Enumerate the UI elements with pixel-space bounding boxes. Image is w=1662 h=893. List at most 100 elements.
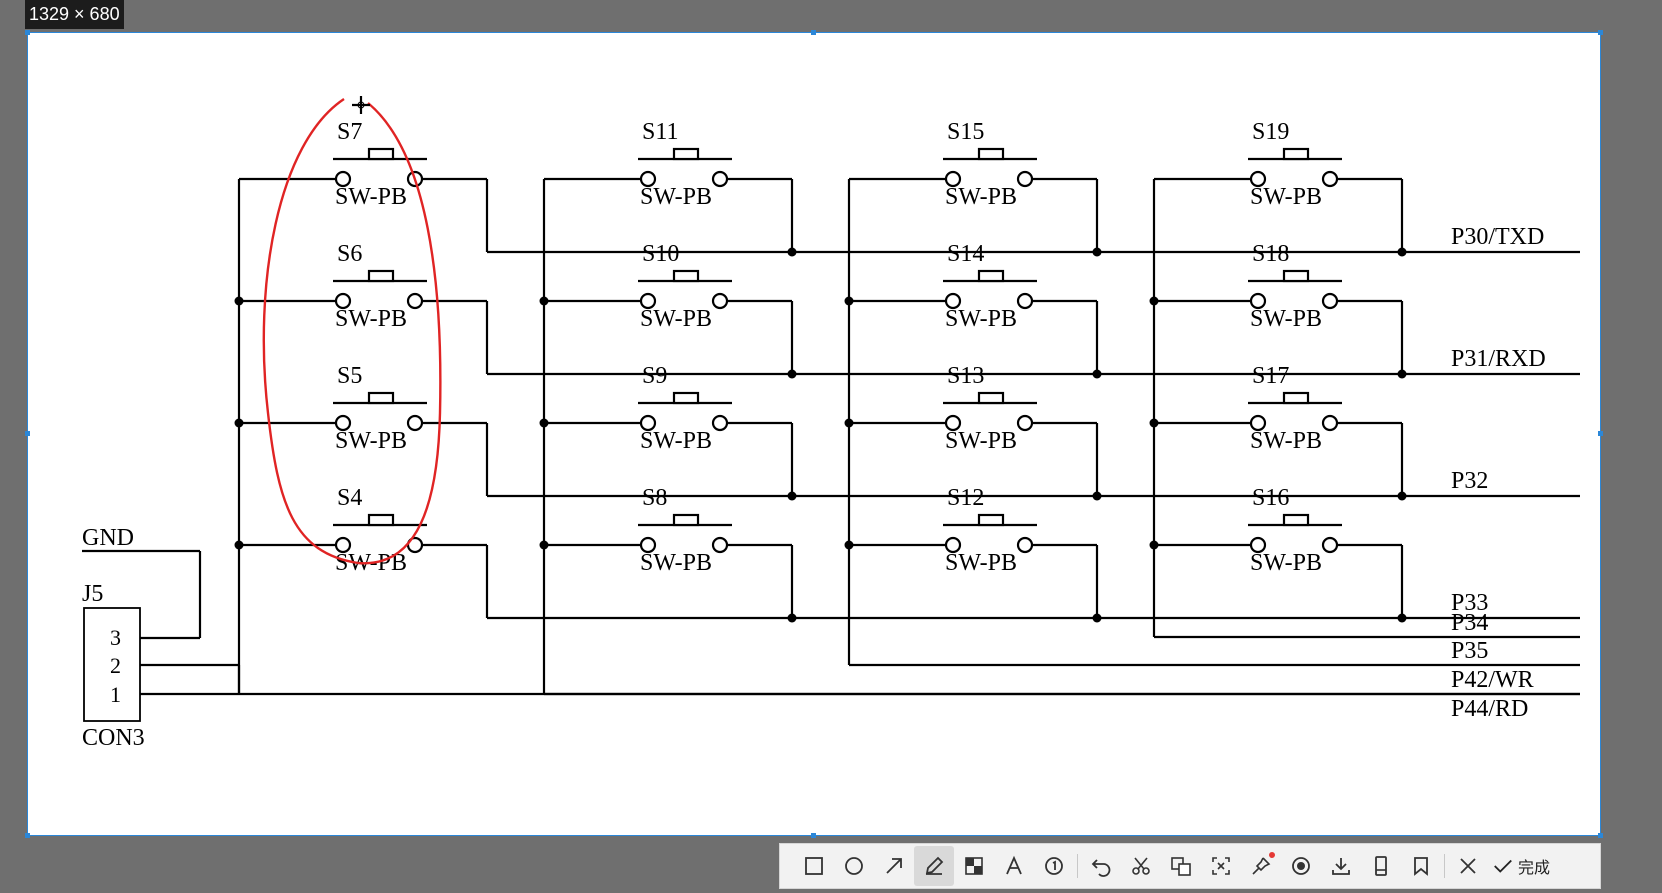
switch-model-label: SW-PB bbox=[1250, 428, 1322, 454]
pen-icon bbox=[925, 856, 944, 875]
switch-terminal bbox=[1016, 414, 1034, 432]
switch-plunger bbox=[977, 391, 1005, 405]
switch-ref-label: S19 bbox=[1252, 119, 1289, 145]
switch-plunger bbox=[977, 513, 1005, 527]
rectangle-tool-button[interactable] bbox=[794, 846, 834, 886]
switch-terminal bbox=[1016, 170, 1034, 188]
record-tool-button[interactable] bbox=[1281, 846, 1321, 886]
cut-tool-button[interactable] bbox=[1121, 846, 1161, 886]
rectangle-icon bbox=[805, 857, 823, 875]
switch-terminal bbox=[1016, 292, 1034, 310]
download-tool-button[interactable] bbox=[1321, 846, 1361, 886]
translate-icon bbox=[1171, 857, 1191, 876]
ellipse-icon bbox=[845, 857, 863, 875]
close-tool-button[interactable] bbox=[1448, 846, 1488, 886]
switch-terminal bbox=[1321, 414, 1339, 432]
switch-ref-label: S12 bbox=[947, 485, 984, 511]
mosaic-tool-button[interactable] bbox=[954, 846, 994, 886]
close-icon bbox=[1460, 858, 1476, 874]
resize-handle-bottom-right[interactable] bbox=[1598, 833, 1603, 838]
resize-handle-top[interactable] bbox=[811, 30, 816, 35]
switch-model-label: SW-PB bbox=[1250, 306, 1322, 332]
row-net-label: P33 bbox=[1451, 590, 1488, 616]
row-net-label: P32 bbox=[1451, 468, 1488, 494]
translate-tool-button[interactable] bbox=[1161, 846, 1201, 886]
switch-model-label: SW-PB bbox=[640, 306, 712, 332]
connector-pin-label: 3 bbox=[110, 625, 121, 650]
switch-model-label: SW-PB bbox=[1250, 550, 1322, 576]
switch-plunger bbox=[1282, 147, 1310, 161]
resize-handle-bottom[interactable] bbox=[811, 833, 816, 838]
record-icon bbox=[1292, 857, 1310, 875]
resize-handle-top-right[interactable] bbox=[1598, 30, 1603, 35]
switch-model-label: SW-PB bbox=[640, 550, 712, 576]
resize-handle-bottom-left[interactable] bbox=[25, 833, 30, 838]
switch-model-label: SW-PB bbox=[335, 184, 407, 210]
switch-ref-label: S11 bbox=[642, 119, 678, 145]
switch-ref-label: S5 bbox=[337, 363, 362, 389]
switch-plunger bbox=[367, 147, 395, 161]
keypad-schematic: S7SW-PBS6SW-PBS5SW-PBS4SW-PBS11SW-PBS10S… bbox=[82, 96, 1580, 751]
row-net-label: P30/TXD bbox=[1451, 224, 1544, 250]
switch-ref-label: S4 bbox=[337, 485, 362, 511]
switch-ref-label: S18 bbox=[1252, 241, 1289, 267]
ellipse-tool-button[interactable] bbox=[834, 846, 874, 886]
pin-icon bbox=[1252, 857, 1271, 875]
switch-terminal bbox=[406, 292, 424, 310]
switch-terminal bbox=[1321, 292, 1339, 310]
switch-plunger bbox=[672, 391, 700, 405]
bookmark-tool-button[interactable] bbox=[1401, 846, 1441, 886]
row-net-label: P31/RXD bbox=[1451, 346, 1546, 372]
resize-handle-right[interactable] bbox=[1598, 431, 1603, 436]
switch-plunger bbox=[1282, 269, 1310, 283]
switch-model-label: SW-PB bbox=[640, 184, 712, 210]
ocr-icon bbox=[1212, 857, 1230, 875]
connector-part-label: CON3 bbox=[82, 725, 145, 751]
undo-icon bbox=[1091, 859, 1111, 877]
text-tool-button[interactable] bbox=[994, 846, 1034, 886]
switch-plunger bbox=[367, 269, 395, 283]
freehand-annotation-circle bbox=[262, 98, 442, 565]
notification-dot bbox=[1269, 852, 1275, 858]
switch-model-label: SW-PB bbox=[945, 550, 1017, 576]
switch-model-label: SW-PB bbox=[945, 428, 1017, 454]
gnd-label: GND bbox=[82, 525, 134, 551]
bookmark-icon bbox=[1414, 857, 1428, 876]
switch-terminal bbox=[711, 536, 729, 554]
switch-plunger bbox=[1282, 513, 1310, 527]
switch-plunger bbox=[367, 513, 395, 527]
resize-handle-left[interactable] bbox=[25, 431, 30, 436]
column-net-label: P35 bbox=[1451, 638, 1488, 664]
number-icon bbox=[1045, 857, 1063, 875]
cut-icon bbox=[1132, 857, 1150, 875]
switch-ref-label: S16 bbox=[1252, 485, 1289, 511]
column-net-label: P42/WR bbox=[1451, 667, 1534, 693]
switch-plunger bbox=[1282, 391, 1310, 405]
ocr-tool-button[interactable] bbox=[1201, 846, 1241, 886]
confirm-label: 完成 bbox=[1518, 858, 1551, 877]
download-icon bbox=[1332, 858, 1350, 875]
mosaic-icon bbox=[965, 857, 983, 875]
number-tool-button[interactable] bbox=[1034, 846, 1074, 886]
confirm-button[interactable]: 完成 bbox=[1492, 854, 1550, 878]
arrow-tool-button[interactable] bbox=[874, 846, 914, 886]
connector-pin-label: 1 bbox=[110, 682, 121, 707]
switch-ref-label: S7 bbox=[337, 119, 362, 145]
connector-pin-label: 2 bbox=[110, 653, 121, 678]
switch-plunger bbox=[977, 269, 1005, 283]
arrow-icon bbox=[886, 858, 902, 874]
undo-tool-button[interactable] bbox=[1081, 846, 1121, 886]
switch-ref-label: S8 bbox=[642, 485, 667, 511]
column-net-label: P34 bbox=[1451, 610, 1488, 636]
resize-handle-top-left[interactable] bbox=[25, 30, 30, 35]
pin-tool-button[interactable] bbox=[1241, 846, 1281, 886]
pen-tool-button[interactable] bbox=[914, 846, 954, 886]
switch-model-label: SW-PB bbox=[945, 306, 1017, 332]
switch-ref-label: S17 bbox=[1252, 363, 1289, 389]
switch-terminal bbox=[1321, 170, 1339, 188]
long-screenshot-icon bbox=[1375, 856, 1387, 876]
long-screenshot-tool-button[interactable] bbox=[1361, 846, 1401, 886]
tool-list bbox=[794, 846, 1488, 886]
switch-terminal bbox=[711, 414, 729, 432]
